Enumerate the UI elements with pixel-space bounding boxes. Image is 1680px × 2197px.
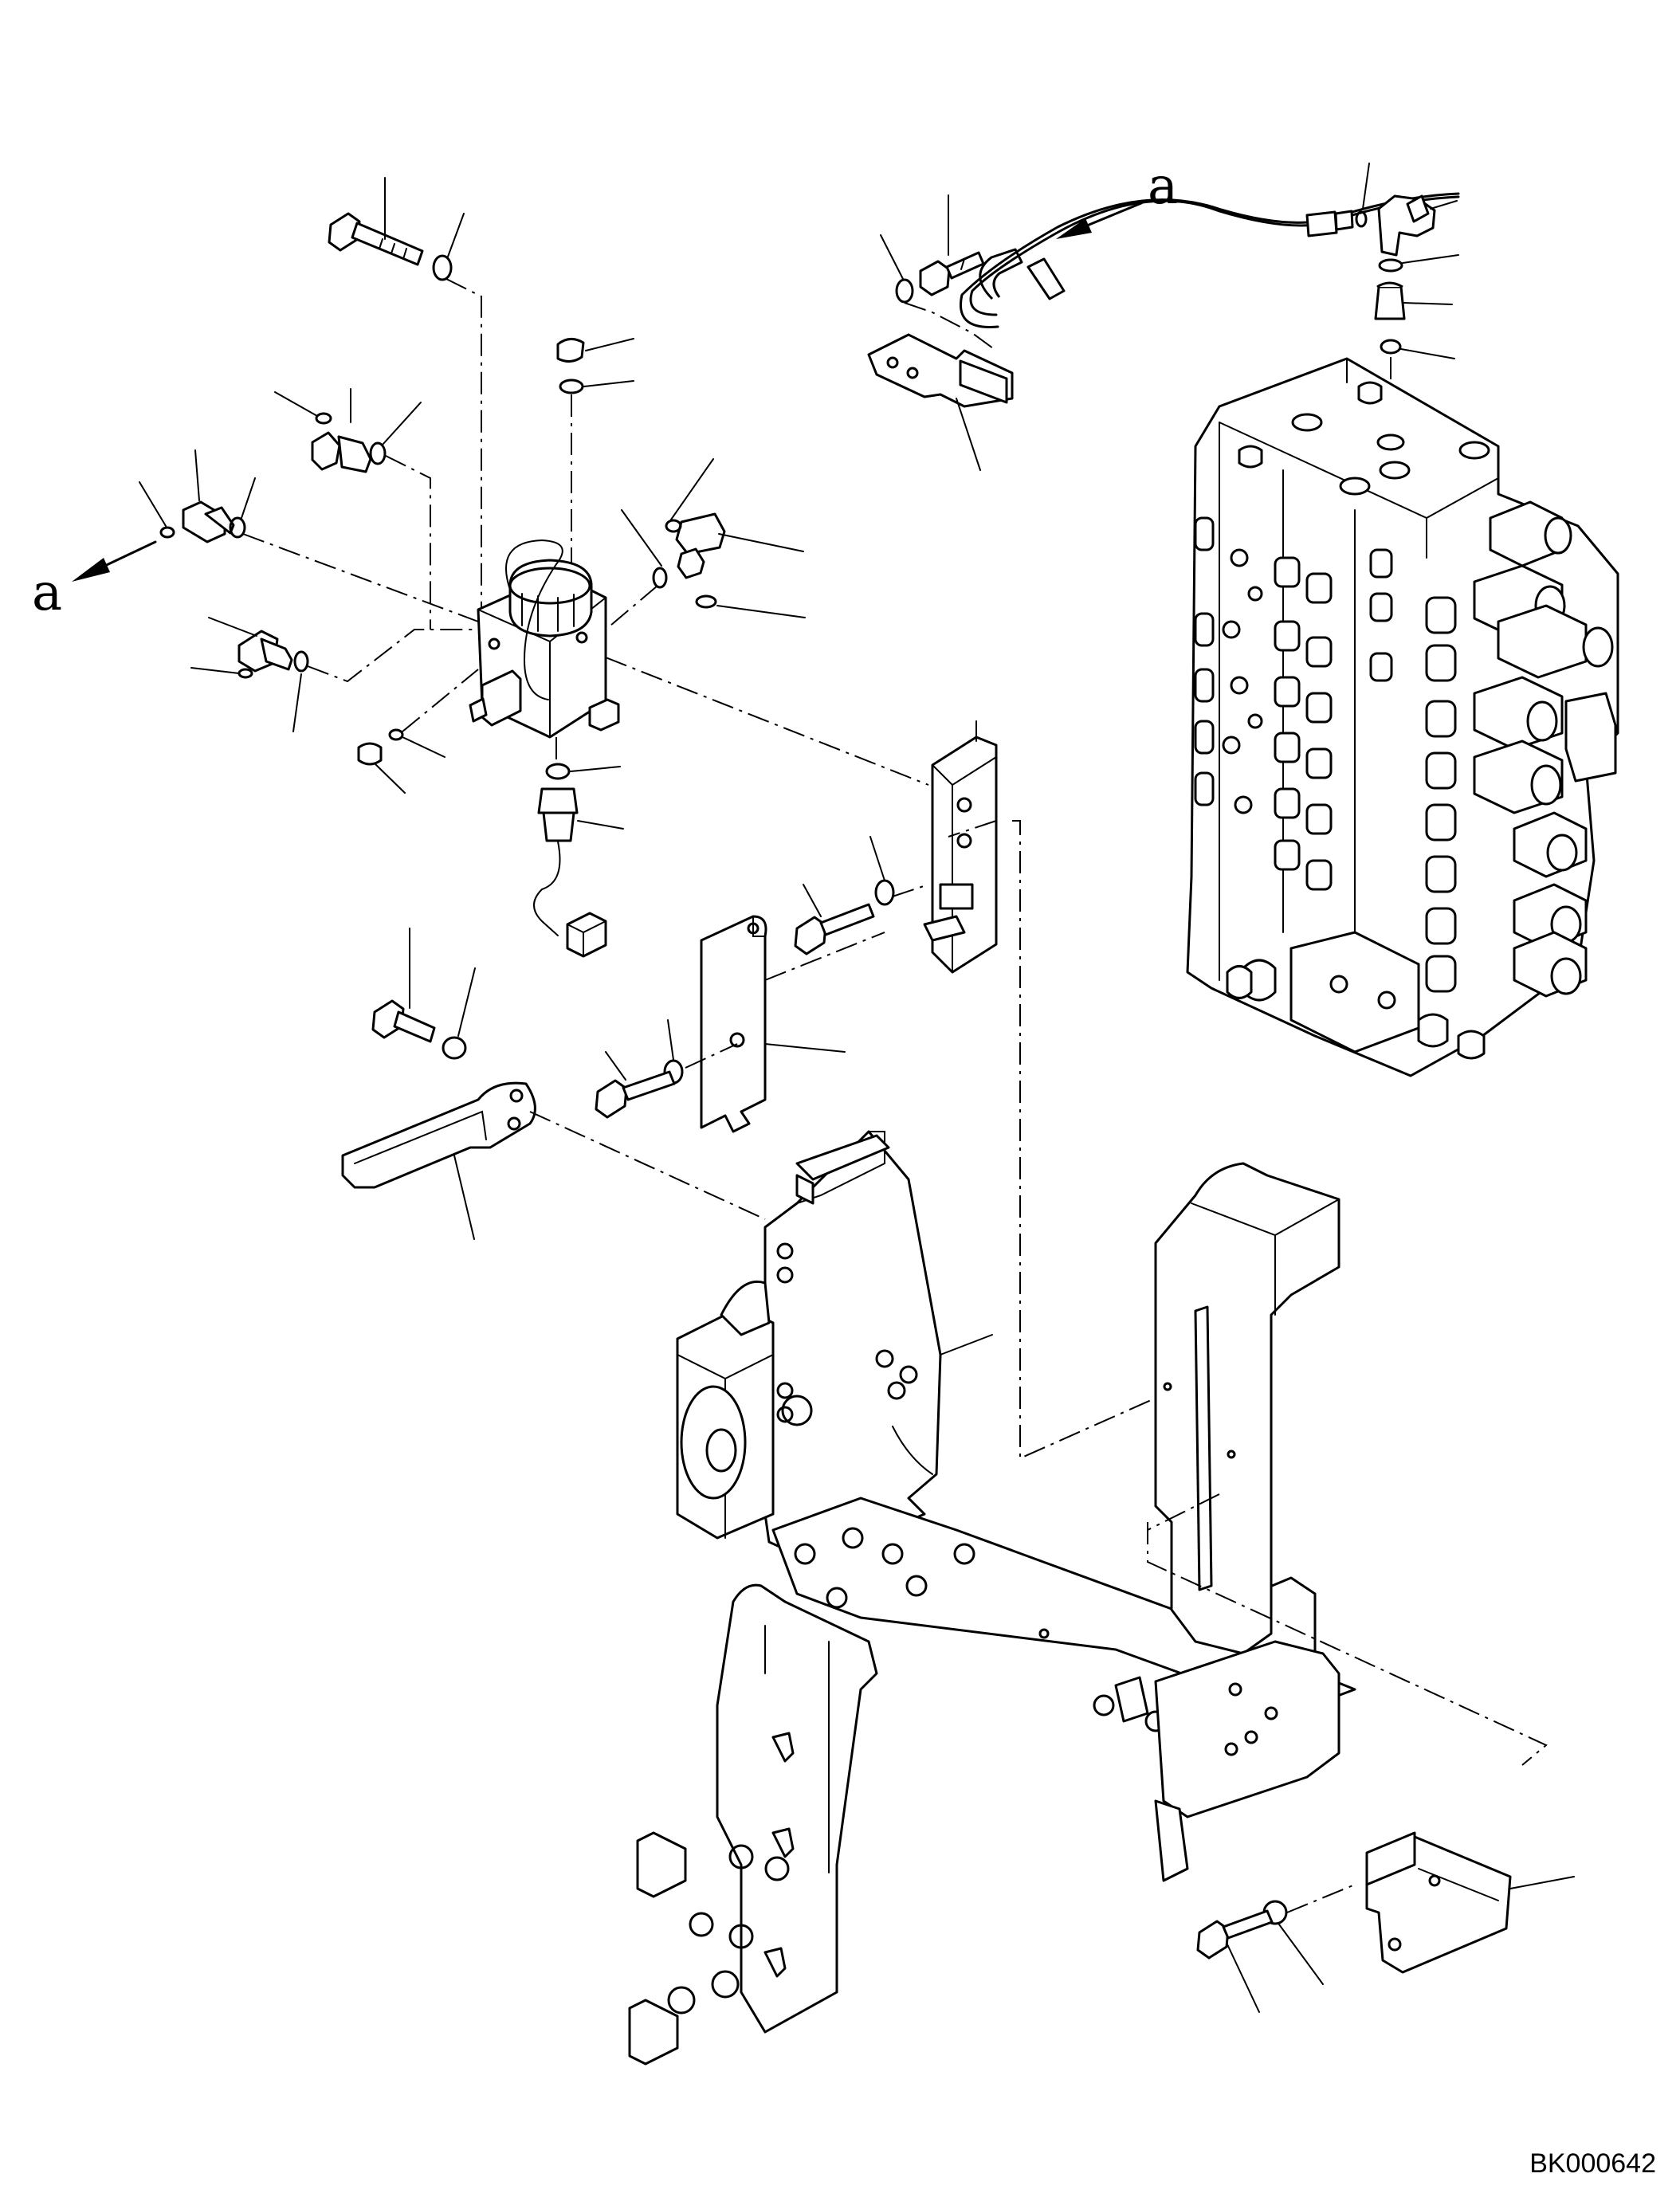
solenoid-valve-assembly	[139, 177, 929, 958]
callout-a-left-label: a	[32, 563, 62, 622]
hose-assembly	[867, 163, 1460, 471]
middle-fittings	[1274, 556, 1333, 891]
right-fittings	[1369, 548, 1457, 993]
switch-bracket	[794, 720, 1164, 1460]
callout-a-left: a	[32, 540, 157, 622]
cover-plate	[595, 915, 885, 1133]
arrow-head-icon	[1056, 218, 1092, 239]
small-mount-bracket	[1196, 1831, 1575, 2013]
long-bolt	[328, 177, 424, 266]
callout-a-top: a	[1056, 157, 1178, 239]
main-frame	[628, 1130, 1548, 2066]
l-bracket	[341, 928, 766, 1240]
bottom-flange	[1226, 931, 1486, 1060]
left-ports	[1194, 516, 1263, 814]
drawing-id-label: BK000642	[1529, 2148, 1656, 2179]
arrow-head-icon	[72, 558, 110, 582]
top-ports	[1238, 381, 1490, 496]
washer	[432, 254, 453, 281]
callout-a-top-label: a	[1148, 157, 1178, 216]
control-valve-stack	[1186, 357, 1619, 1077]
solenoid-cartridges	[1473, 500, 1617, 998]
